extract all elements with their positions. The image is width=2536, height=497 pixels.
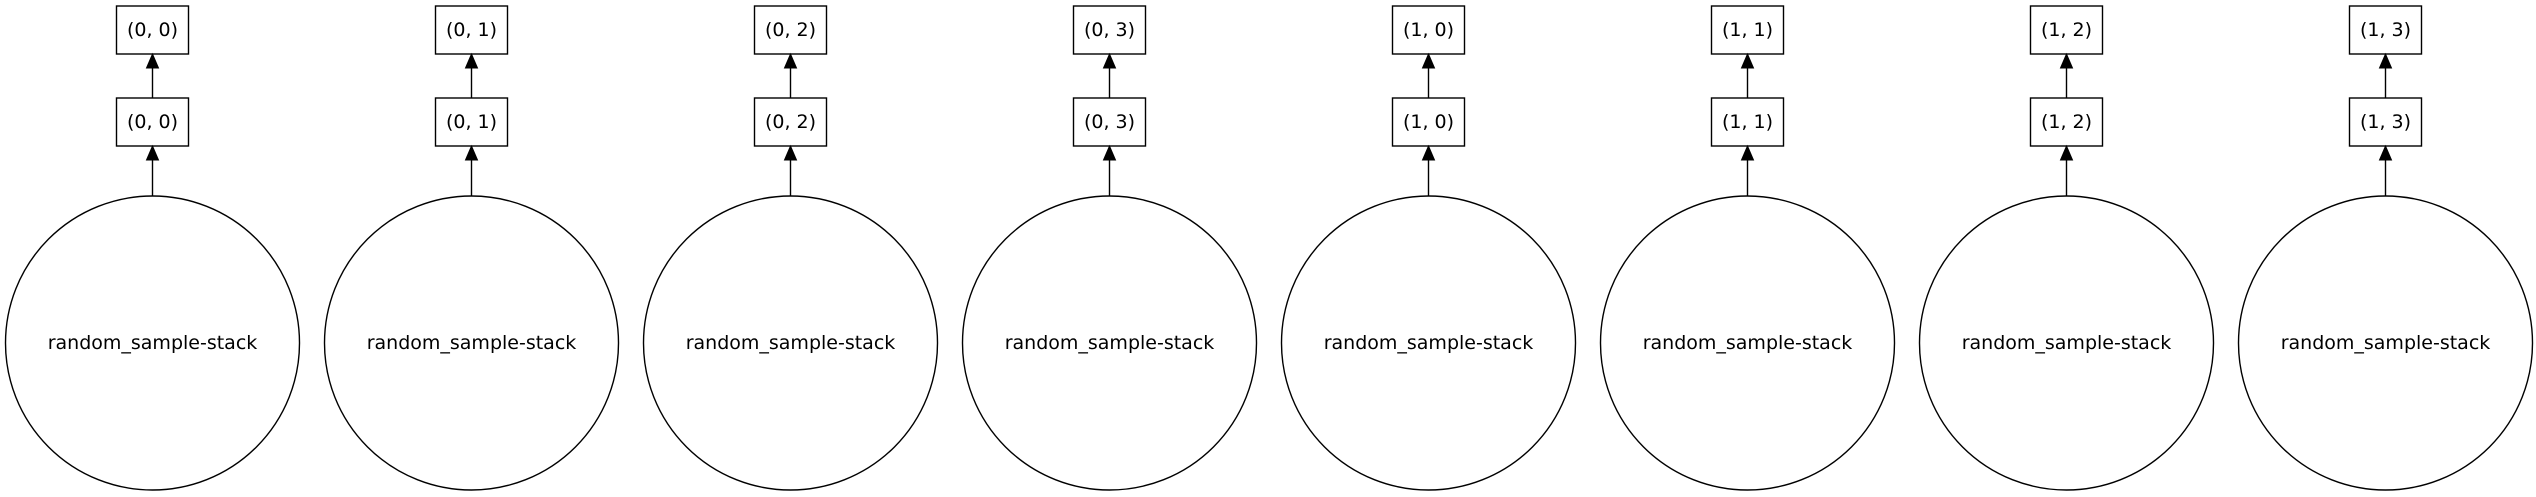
task-circle-label: random_sample-stack (686, 332, 896, 354)
edge-circle-to-middle-arrowhead (145, 144, 160, 161)
middle-key-label: (0, 0) (127, 111, 178, 133)
top-key-label: (1, 1) (1722, 19, 1773, 41)
top-key-label: (1, 2) (2041, 19, 2092, 41)
edge-middle-to-top-arrowhead (145, 52, 160, 69)
edge-circle-to-middle-arrowhead (783, 144, 798, 161)
middle-key-box[interactable] (1391, 97, 1466, 147)
top-key-box[interactable] (1391, 5, 1466, 55)
top-key-box[interactable] (115, 5, 190, 55)
top-key-label: (1, 0) (1403, 19, 1454, 41)
middle-key-label: (1, 3) (2360, 111, 2411, 133)
edge-circle-to-middle-arrowhead (1421, 144, 1436, 161)
edge-middle-to-top-arrowhead (1102, 52, 1117, 69)
middle-key-box[interactable] (753, 97, 828, 147)
edge-circle-to-middle-arrowhead (464, 144, 479, 161)
edge-middle-to-top-arrowhead (2059, 52, 2074, 69)
edge-middle-to-top-arrowhead (1740, 52, 1755, 69)
edge-middle-to-top-arrowhead (2378, 52, 2393, 69)
edge-middle-to-top-arrowhead (783, 52, 798, 69)
top-key-box[interactable] (434, 5, 509, 55)
top-key-box[interactable] (1072, 5, 1147, 55)
middle-key-label: (1, 2) (2041, 111, 2092, 133)
top-key-box[interactable] (1710, 5, 1785, 55)
task-circle-label: random_sample-stack (48, 332, 258, 354)
middle-key-box[interactable] (434, 97, 509, 147)
top-key-label: (0, 2) (765, 19, 816, 41)
top-key-label: (0, 0) (127, 19, 178, 41)
edge-circle-to-middle-arrowhead (1102, 144, 1117, 161)
task-circle-label: random_sample-stack (2281, 332, 2491, 354)
top-key-box[interactable] (2348, 5, 2423, 55)
task-circle-label: random_sample-stack (1962, 332, 2172, 354)
edge-middle-to-top-arrowhead (464, 52, 479, 69)
middle-key-label: (1, 1) (1722, 111, 1773, 133)
task-circle-label: random_sample-stack (1643, 332, 1853, 354)
top-key-label: (0, 1) (446, 19, 497, 41)
task-circle-label: random_sample-stack (367, 332, 577, 354)
middle-key-box[interactable] (1072, 97, 1147, 147)
edge-middle-to-top-arrowhead (1421, 52, 1436, 69)
middle-key-label: (1, 0) (1403, 111, 1454, 133)
task-circle-label: random_sample-stack (1324, 332, 1534, 354)
edge-circle-to-middle-arrowhead (1740, 144, 1755, 161)
edge-circle-to-middle-arrowhead (2059, 144, 2074, 161)
top-key-label: (1, 3) (2360, 19, 2411, 41)
edge-circle-to-middle-arrowhead (2378, 144, 2393, 161)
task-circle-label: random_sample-stack (1005, 332, 1215, 354)
middle-key-box[interactable] (115, 97, 190, 147)
middle-key-label: (0, 3) (1084, 111, 1135, 133)
top-key-label: (0, 3) (1084, 19, 1135, 41)
middle-key-label: (0, 2) (765, 111, 816, 133)
middle-key-box[interactable] (1710, 97, 1785, 147)
middle-key-label: (0, 1) (446, 111, 497, 133)
